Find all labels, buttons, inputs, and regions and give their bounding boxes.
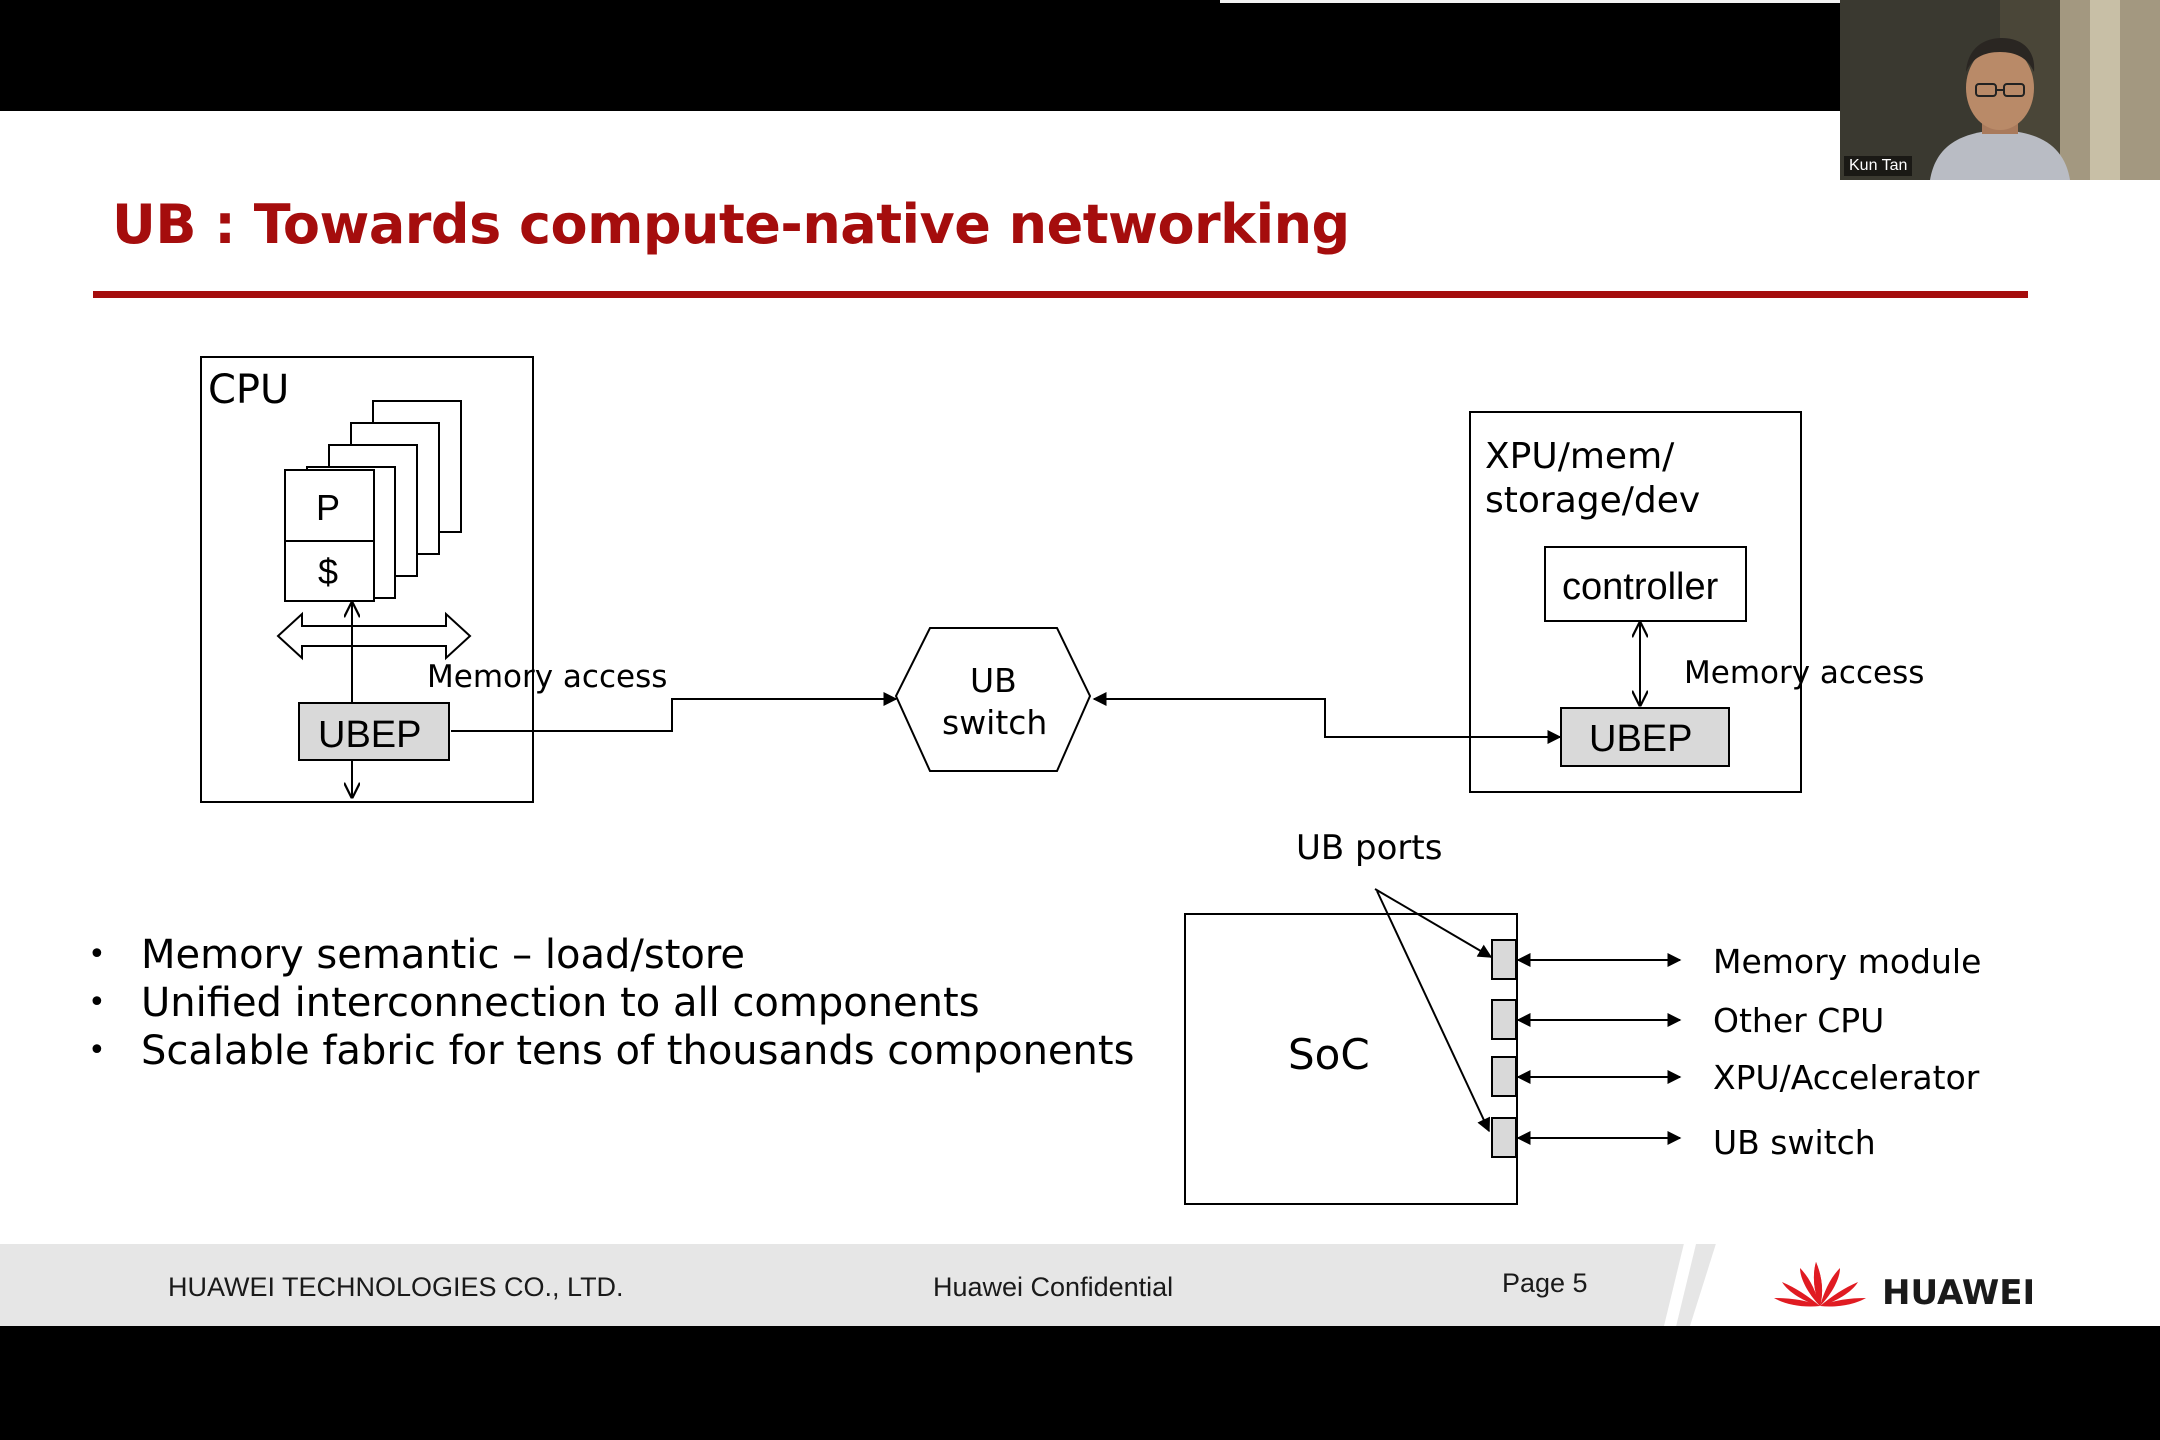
huawei-logo-text: HUAWEI xyxy=(1882,1273,2035,1313)
ubep-right xyxy=(1560,707,1730,767)
memory-access-right: Memory access xyxy=(1684,655,1924,691)
cache-label: $ xyxy=(318,551,338,592)
port-target-xpu-accelerator: XPU/Accelerator xyxy=(1713,1058,1980,1097)
ub-port-squares xyxy=(1491,939,1517,1158)
slide-footer: HUAWEI TECHNOLOGIES CO., LTD. Huawei Con… xyxy=(0,1244,2160,1326)
footer-confidential: Huawei Confidential xyxy=(933,1272,1174,1302)
participant-video-feed xyxy=(1840,0,2160,180)
ub-ports-pointer-top xyxy=(1374,888,1493,958)
bullet-dot: • xyxy=(88,985,106,1020)
processor-stack xyxy=(284,400,462,602)
bullet-item: • Scalable fabric for tens of thousands c… xyxy=(88,1027,1134,1075)
port-connector-arrows xyxy=(1516,953,1682,1145)
controller-box xyxy=(1544,546,1747,622)
bottom-black-bar xyxy=(0,1326,2160,1440)
top-bar-divider xyxy=(1220,0,1840,3)
ubep-left xyxy=(298,702,450,761)
top-black-bar xyxy=(0,0,2160,111)
ub-ports-label: UB ports xyxy=(1296,828,1442,868)
soc-label: SoC xyxy=(1288,1030,1370,1079)
port-target-ub-switch: UB switch xyxy=(1713,1123,1876,1162)
bullet-text: Memory semantic – load/store xyxy=(141,932,746,978)
huawei-logo: HUAWEI xyxy=(1774,1262,2035,1313)
processor-label: P xyxy=(316,487,340,528)
bullet-dot: • xyxy=(88,1033,106,1068)
xpu-label-line1: XPU/mem/ xyxy=(1485,436,1675,477)
xpu-box xyxy=(1469,411,1802,793)
bullet-dot: • xyxy=(88,937,106,972)
bullet-list: • Memory semantic – load/store • Unified i… xyxy=(88,931,1134,1075)
port-target-memory-module: Memory module xyxy=(1713,942,1981,981)
footer-slash-decoration xyxy=(1664,1244,1696,1326)
participant-name: Kun Tan xyxy=(1844,156,1913,176)
footer-page-number: Page 5 xyxy=(1502,1268,1588,1298)
controller-label: controller xyxy=(1562,566,1719,608)
memory-access-left: Memory access xyxy=(427,659,667,695)
ub-ports-pointer-bottom xyxy=(1376,890,1491,1133)
bullet-text: Scalable fabric for tens of thousands co… xyxy=(141,1028,1135,1074)
switch-to-right-line xyxy=(1092,692,1562,744)
ubep-right-label: UBEP xyxy=(1589,718,1692,760)
left-to-switch-line xyxy=(451,692,898,732)
huawei-petal-icon xyxy=(1774,1262,1866,1307)
bullet-text: Unified interconnection to all component… xyxy=(141,980,980,1026)
architecture-diagram: CPU P $ UBEP Memory access UB switch XPU… xyxy=(200,356,1981,1205)
footer-logo-panel xyxy=(1690,1244,2160,1326)
port-target-other-cpu: Other CPU xyxy=(1713,1001,1884,1040)
bullet-item: • Memory semantic – load/store xyxy=(88,931,1134,979)
presentation-slide: UB : Towards compute-native networking C… xyxy=(0,111,2160,1326)
switch-label-line1: UB xyxy=(970,661,1017,700)
ub-switch-hexagon xyxy=(894,627,1092,772)
switch-label-line2: switch xyxy=(942,703,1047,742)
participant-video-tile[interactable]: Kun Tan xyxy=(1840,0,2160,180)
slide-title: UB : Towards compute-native networking xyxy=(112,193,1350,256)
memory-bus-arrow xyxy=(276,611,472,661)
cpu-box xyxy=(200,356,534,803)
ubep-left-label: UBEP xyxy=(318,714,421,756)
title-underline xyxy=(93,291,2028,298)
cpu-label: CPU xyxy=(208,367,289,413)
bullet-item: • Unified interconnection to all componen… xyxy=(88,979,1134,1027)
footer-company: HUAWEI TECHNOLOGIES CO., LTD. xyxy=(168,1272,624,1302)
xpu-label-line2: storage/dev xyxy=(1485,480,1700,521)
